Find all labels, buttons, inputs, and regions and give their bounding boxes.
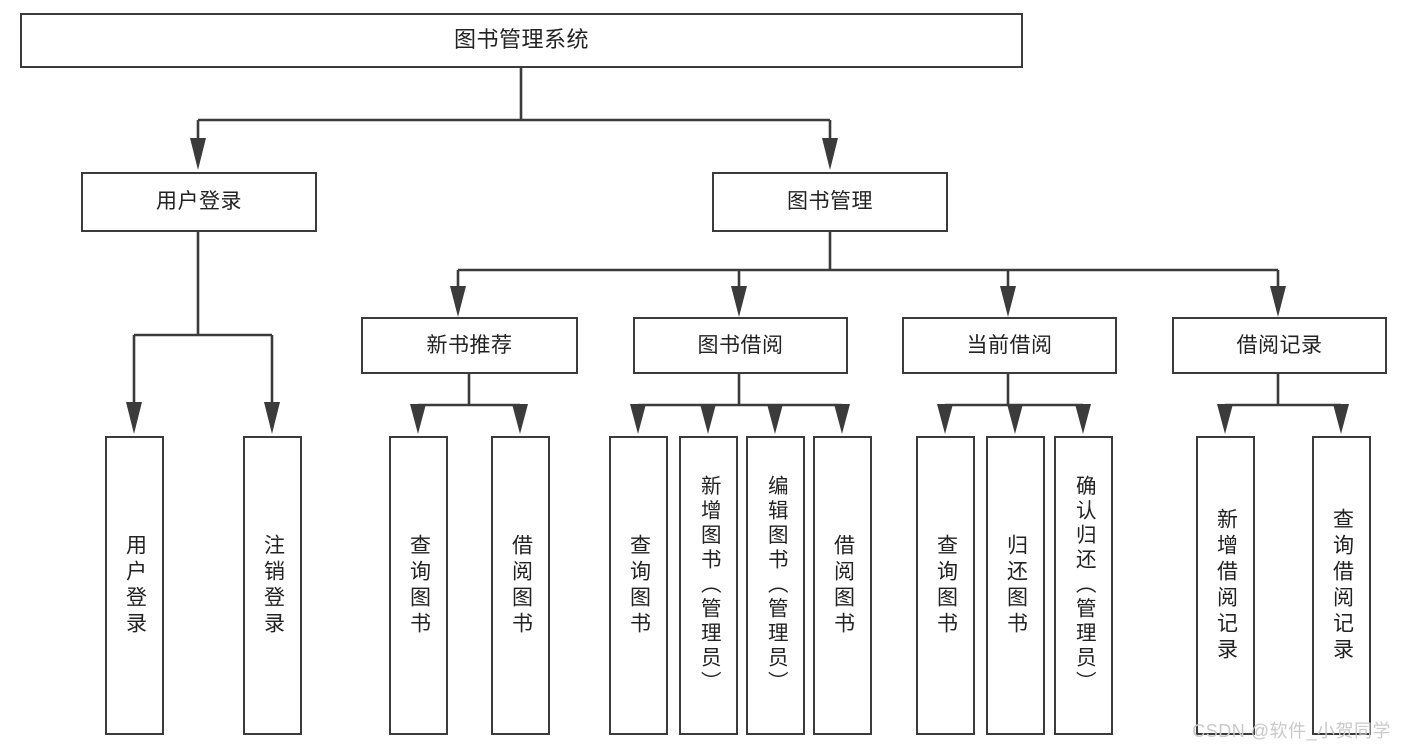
leaf-bb-add-book-admin[interactable]: 新增图书（管理员） xyxy=(679,436,738,735)
node-user-login[interactable]: 用户登录 xyxy=(81,172,317,232)
leaf-nbr-query-book-label: 查询图书 xyxy=(407,533,431,638)
leaf-cb-return-book-label: 归还图书 xyxy=(1004,533,1028,638)
arrowhead-bb-3 xyxy=(767,404,783,434)
node-book-management[interactable]: 图书管理 xyxy=(712,172,948,232)
leaf-nbr-borrow-book-label: 借阅图书 xyxy=(509,533,533,638)
leaf-bb-borrow-book[interactable]: 借阅图书 xyxy=(813,436,872,735)
leaf-br-query-record-label: 查询借阅记录 xyxy=(1330,507,1354,664)
leaf-cb-query-book[interactable]: 查询图书 xyxy=(916,436,975,735)
node-user-login-label: 用户登录 xyxy=(156,190,242,214)
arrowhead-bb-2 xyxy=(700,404,716,434)
node-current-borrow-label: 当前借阅 xyxy=(966,333,1053,357)
arrowhead-br-1 xyxy=(1217,404,1233,434)
arrowhead-cb-2 xyxy=(1007,404,1023,434)
leaf-nbr-borrow-book[interactable]: 借阅图书 xyxy=(491,436,550,735)
node-new-book-recommend[interactable]: 新书推荐 xyxy=(361,317,578,374)
leaf-br-add-record-label: 新增借阅记录 xyxy=(1214,507,1238,664)
leaf-bb-borrow-book-label: 借阅图书 xyxy=(831,533,855,638)
arrowhead-bm-2 xyxy=(731,286,747,317)
leaf-user-login[interactable]: 用户登录 xyxy=(105,436,164,735)
leaf-cb-confirm-return-admin-label: 确认归还（管理员） xyxy=(1072,475,1096,696)
arrowhead-cb-3 xyxy=(1075,404,1091,434)
leaf-bb-query-book[interactable]: 查询图书 xyxy=(609,436,668,735)
arrowhead-ul-1 xyxy=(126,402,142,434)
leaf-cb-confirm-return-admin[interactable]: 确认归还（管理员） xyxy=(1054,436,1113,735)
arrowhead-cb-1 xyxy=(937,404,953,434)
arrowhead-bb-4 xyxy=(834,404,850,434)
node-current-borrow[interactable]: 当前借阅 xyxy=(902,317,1117,374)
leaf-logout[interactable]: 注销登录 xyxy=(243,436,302,735)
node-root-label: 图书管理系统 xyxy=(453,27,589,53)
node-book-borrow-label: 图书借阅 xyxy=(697,333,784,357)
arrowhead-bb-1 xyxy=(630,404,646,434)
leaf-br-add-record[interactable]: 新增借阅记录 xyxy=(1196,436,1255,735)
arrowhead-br-2 xyxy=(1333,404,1349,434)
leaf-cb-return-book[interactable]: 归还图书 xyxy=(986,436,1045,735)
leaf-bb-add-book-admin-label: 新增图书（管理员） xyxy=(697,475,721,696)
node-book-management-label: 图书管理 xyxy=(787,190,873,214)
arrowhead-nbr-2 xyxy=(512,404,528,434)
leaf-bb-edit-book-admin[interactable]: 编辑图书（管理员） xyxy=(746,436,805,735)
arrowhead-bm-4 xyxy=(1270,286,1286,317)
node-book-borrow[interactable]: 图书借阅 xyxy=(633,317,848,374)
leaf-bb-query-book-label: 查询图书 xyxy=(627,533,651,638)
leaf-bb-edit-book-admin-label: 编辑图书（管理员） xyxy=(764,475,788,696)
arrowhead-ul-2 xyxy=(264,402,280,434)
arrowhead-user-login xyxy=(190,138,206,170)
leaf-user-login-label: 用户登录 xyxy=(123,533,147,638)
leaf-cb-query-book-label: 查询图书 xyxy=(934,533,958,638)
arrowhead-book-manage xyxy=(822,138,838,170)
node-root[interactable]: 图书管理系统 xyxy=(20,13,1023,68)
arrowhead-nbr-1 xyxy=(410,404,426,434)
leaf-logout-label: 注销登录 xyxy=(261,533,285,638)
node-new-book-recommend-label: 新书推荐 xyxy=(426,333,513,357)
leaf-nbr-query-book[interactable]: 查询图书 xyxy=(389,436,448,735)
node-borrow-record[interactable]: 借阅记录 xyxy=(1172,317,1387,374)
node-borrow-record-label: 借阅记录 xyxy=(1236,333,1323,357)
arrowhead-bm-3 xyxy=(1000,286,1016,317)
leaf-br-query-record[interactable]: 查询借阅记录 xyxy=(1312,436,1371,735)
arrowhead-bm-1 xyxy=(450,286,466,317)
csdn-watermark: CSDN @软件_小贺同学 xyxy=(1192,721,1391,741)
